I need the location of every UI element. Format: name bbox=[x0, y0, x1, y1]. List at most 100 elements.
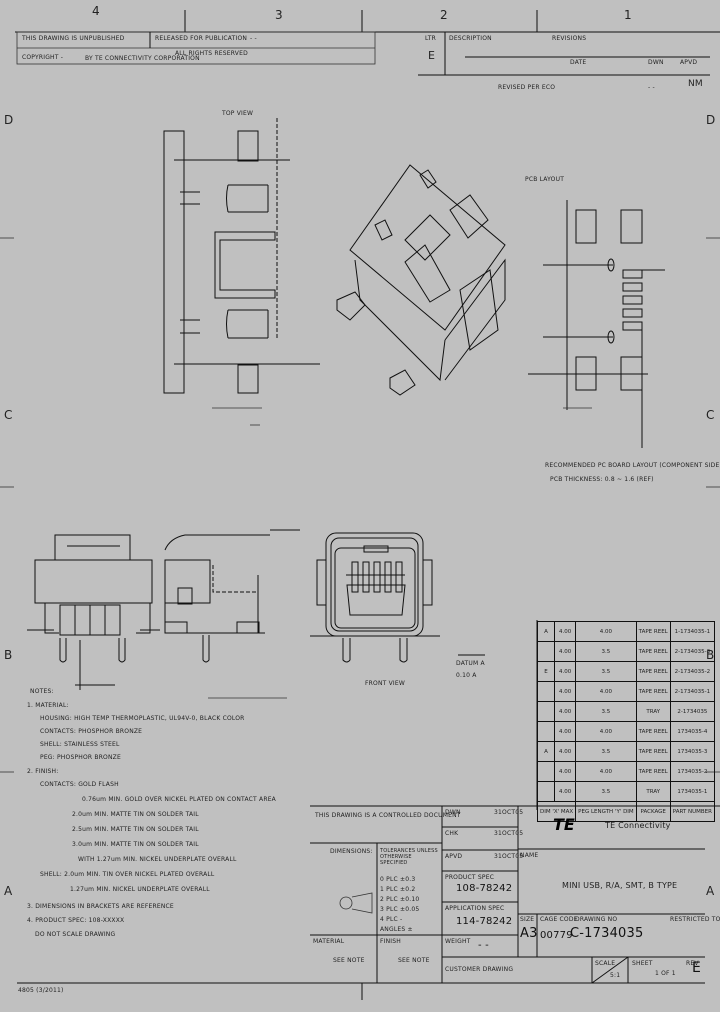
note-line: 3.0um MIN. MATTE TIN ON SOLDER TAIL bbox=[72, 841, 199, 848]
tolerance-row: 4 PLC - bbox=[380, 916, 403, 923]
te-logo: TE bbox=[553, 815, 575, 834]
header-released: RELEASED FOR PUBLICATION bbox=[155, 35, 248, 42]
rev-label: REV bbox=[686, 960, 699, 967]
pcb-note-line2: PCB THICKNESS: 0.8 ~ 1.6 (REF) bbox=[550, 476, 654, 483]
note-line: PEG: PHOSPHOR BRONZE bbox=[40, 754, 121, 761]
rev-ltr-header: LTR bbox=[425, 35, 436, 42]
note-line: 2.0um MIN. MATTE TIN ON SOLDER TAIL bbox=[72, 811, 199, 818]
datum-label: DATUM A bbox=[456, 660, 485, 667]
finish-value: SEE NOTE bbox=[398, 957, 430, 964]
zone-label-4: 4 bbox=[92, 4, 100, 18]
rev-value: E bbox=[692, 960, 702, 976]
note-line: 3. DIMENSIONS IN BRACKETS ARE REFERENCE bbox=[27, 903, 174, 910]
application-spec-label: APPLICATION SPEC bbox=[445, 905, 505, 912]
tolerance-row: ANGLES ± bbox=[380, 926, 413, 933]
dwn-label: DWN bbox=[445, 809, 461, 816]
product-spec-label: PRODUCT SPEC bbox=[445, 874, 495, 881]
zone-label-b-left: B bbox=[4, 648, 13, 662]
note-line: SHELL: 2.0um MIN. TIN OVER NICKEL PLATED… bbox=[40, 871, 215, 878]
footer-form-number: 4805 (3/2011) bbox=[18, 987, 64, 994]
controlled-doc-label: THIS DRAWING IS A CONTROLLED DOCUMENT bbox=[315, 812, 461, 819]
apvd-label: APVD bbox=[445, 853, 463, 860]
cage-code-label: CAGE CODE bbox=[540, 916, 578, 923]
rev-date-header: DATE bbox=[570, 59, 587, 66]
zone-label-2: 2 bbox=[440, 8, 448, 22]
zone-label-c-left: C bbox=[4, 408, 13, 422]
note-line: CONTACTS: GOLD FLASH bbox=[40, 781, 119, 788]
pcb-layout-label: PCB LAYOUT bbox=[525, 176, 565, 183]
finish-label: FINISH bbox=[380, 938, 401, 945]
notes-title: NOTES: bbox=[30, 688, 54, 695]
drawing-title: MINI USB, R/A, SMT, B TYPE bbox=[562, 881, 678, 890]
note-line: DO NOT SCALE DRAWING bbox=[35, 931, 116, 938]
top-view-drawing bbox=[163, 118, 320, 426]
drawing-number: C-1734035 bbox=[570, 926, 644, 941]
weight-label: WEIGHT bbox=[445, 938, 471, 945]
rev-apvd-header: APVD bbox=[680, 59, 698, 66]
title-block-lines bbox=[17, 805, 720, 1000]
tolerance-row: 0 PLC ±0.3 bbox=[380, 876, 416, 883]
header-rights: ALL RIGHTS RESERVED bbox=[175, 50, 248, 57]
restricted-to-label: RESTRICTED TO bbox=[670, 916, 720, 923]
note-line: HOUSING: HIGH TEMP THERMOPLASTIC, UL94V-… bbox=[40, 715, 245, 722]
sheet-value: 1 OF 1 bbox=[655, 970, 676, 977]
material-label: MATERIAL bbox=[313, 938, 345, 945]
header-release-date: - - bbox=[250, 35, 257, 42]
front-view-label: FRONT VIEW bbox=[365, 680, 406, 687]
note-line: WITH 1.27um MIN. NICKEL UNDERPLATE OVERA… bbox=[78, 856, 237, 863]
sheet-label: SHEET bbox=[632, 960, 653, 967]
zone-label-a-right: A bbox=[706, 884, 715, 898]
note-line: SHELL: STAINLESS STEEL bbox=[40, 741, 120, 748]
material-value: SEE NOTE bbox=[333, 957, 365, 964]
size-value: A3 bbox=[520, 926, 538, 941]
isometric-view-drawing bbox=[336, 164, 506, 396]
note-line: 4. PRODUCT SPEC: 108-XXXXX bbox=[27, 917, 125, 924]
rev-letter-symbol: E bbox=[428, 49, 436, 62]
company-name: TE Connectivity bbox=[605, 821, 671, 830]
drawing-no-label: DRAWING NO bbox=[575, 916, 618, 923]
note-line: 2.5um MIN. MATTE TIN ON SOLDER TAIL bbox=[72, 826, 199, 833]
header-copyright: COPYRIGHT - bbox=[22, 54, 64, 61]
scale-label: SCALE bbox=[595, 960, 616, 967]
rev-initials: NM bbox=[688, 79, 703, 89]
pcb-layout-drawing bbox=[528, 200, 665, 448]
dwn-date: 31OCT05 bbox=[494, 809, 524, 816]
rev-date: - - bbox=[648, 84, 655, 91]
note-line: 2. FINISH: bbox=[27, 768, 59, 775]
note-line: CONTACTS: PHOSPHOR BRONZE bbox=[40, 728, 143, 735]
rev-desc-header: DESCRIPTION bbox=[449, 35, 492, 42]
zone-label-a-left: A bbox=[4, 884, 13, 898]
name-label: NAME bbox=[520, 852, 539, 859]
side-view-drawing bbox=[164, 529, 300, 699]
rear-view-drawing bbox=[27, 534, 160, 690]
note-line: 1.27um MIN. NICKEL UNDERPLATE OVERALL bbox=[70, 886, 210, 893]
product-spec-value: 108-78242 bbox=[456, 883, 513, 894]
pcb-note-line1: RECOMMENDED PC BOARD LAYOUT (COMPONENT S… bbox=[545, 462, 720, 469]
header-unpublished: THIS DRAWING IS UNPUBLISHED bbox=[22, 35, 125, 42]
rev-note: REVISED PER ECO bbox=[498, 84, 556, 91]
tolerance-row: 3 PLC ±0.05 bbox=[380, 906, 420, 913]
weight-value: - - bbox=[478, 940, 489, 951]
size-label: SIZE bbox=[520, 916, 535, 923]
front-view-drawing bbox=[310, 532, 485, 663]
scale-value: 5:1 bbox=[610, 972, 621, 979]
note-line: 0.76um MIN. GOLD OVER NICKEL PLATED ON C… bbox=[82, 796, 276, 803]
tolerance-row: 2 PLC ±0.10 bbox=[380, 896, 420, 903]
flatness-label: 0.10 A bbox=[456, 672, 477, 679]
chk-label: CHK bbox=[445, 830, 459, 837]
dimensions-label: DIMENSIONS: bbox=[330, 848, 373, 855]
tolerance-row: 1 PLC ±0.2 bbox=[380, 886, 416, 893]
chk-date: 31OCT05 bbox=[494, 830, 524, 837]
tolerances-label: TOLERANCES UNLESS OTHERWISE SPECIFIED bbox=[380, 848, 438, 866]
rev-dwn-header: DWN bbox=[648, 59, 664, 66]
